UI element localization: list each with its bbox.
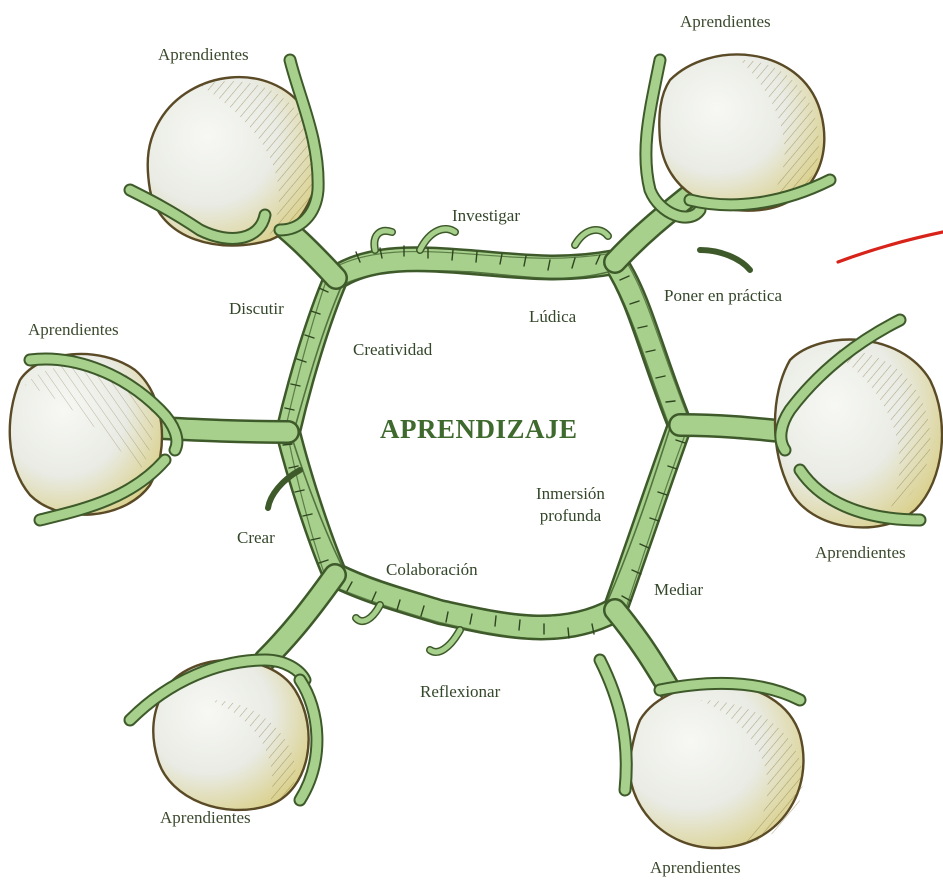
label-crear: Crear [237, 528, 275, 548]
label-inmersion-line1: Inmersión [536, 483, 605, 505]
pod-label-top-right: Aprendientes [680, 12, 771, 32]
pod-label-bottom-right: Aprendientes [650, 858, 741, 878]
label-inmersion-profunda: Inmersión profunda [536, 483, 605, 527]
label-discutir: Discutir [229, 299, 284, 319]
center-title: APRENDIZAJE [380, 414, 578, 445]
pod-top-left [130, 60, 318, 246]
pod-label-left: Aprendientes [28, 320, 119, 340]
pod-label-top-left: Aprendientes [158, 45, 249, 65]
pod-top-right [646, 55, 830, 218]
red-pen-stroke [838, 232, 943, 262]
label-mediar: Mediar [654, 580, 703, 600]
label-poner-en-practica: Poner en práctica [664, 286, 782, 306]
pod-left [10, 354, 177, 520]
label-colaboracion: Colaboración [386, 560, 478, 580]
pod-label-bottom-left: Aprendientes [160, 808, 251, 828]
label-reflexionar: Reflexionar [420, 682, 500, 702]
label-creatividad: Creatividad [353, 340, 432, 360]
pod-right [775, 320, 942, 527]
pod-bottom-left [130, 660, 317, 810]
pod-label-right: Aprendientes [815, 543, 906, 563]
label-investigar: Investigar [452, 206, 520, 226]
label-ludica: Lúdica [529, 307, 576, 327]
pod-bottom-right [600, 660, 803, 848]
label-inmersion-line2: profunda [536, 505, 605, 527]
